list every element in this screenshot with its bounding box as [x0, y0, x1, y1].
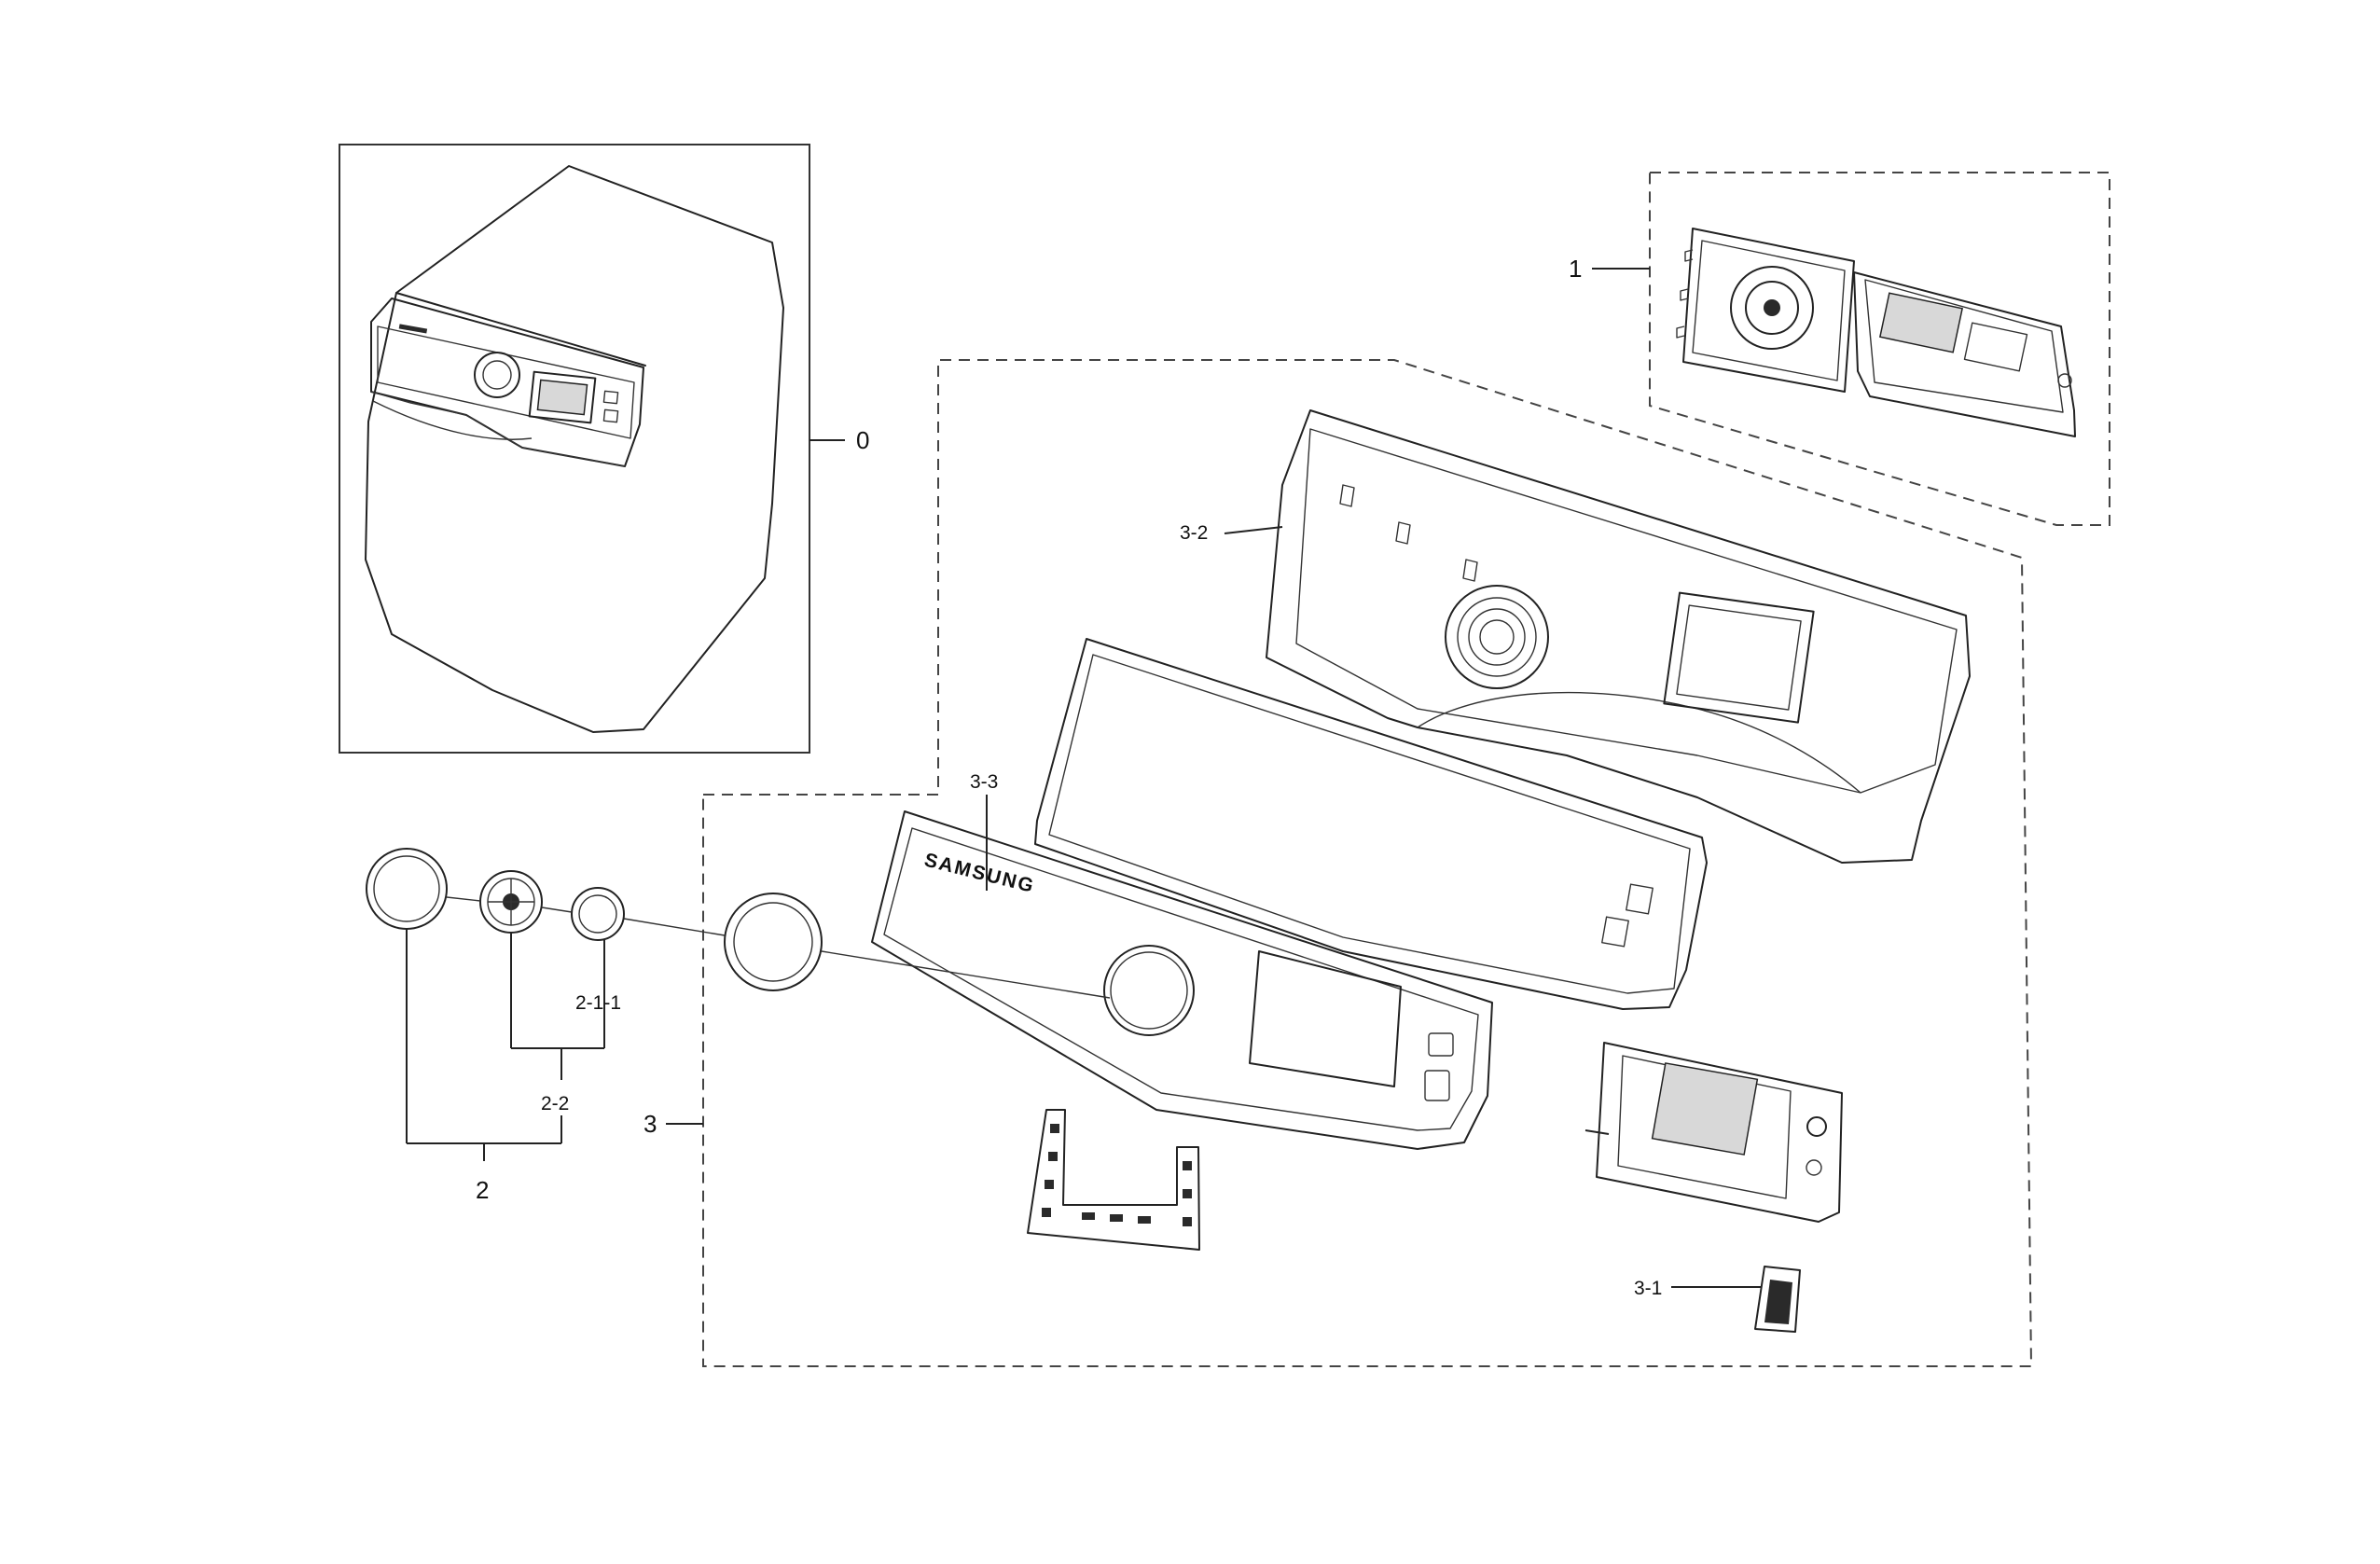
- knob-ring-icon: [479, 870, 543, 934]
- panel-knob-ring-icon: [724, 893, 823, 991]
- callout-3-1: 3-1: [1634, 1278, 1662, 1299]
- callout-3: 3: [643, 1110, 657, 1138]
- callout-2: 2: [476, 1176, 489, 1204]
- callout-2-1-1: 2-1-1: [575, 992, 621, 1014]
- panel-logo: SAMSUNG: [922, 850, 1037, 898]
- part-0-washer-assembly: 0: [339, 144, 869, 754]
- button-icon: [1754, 1266, 1801, 1333]
- callout-3-3: 3-3: [970, 771, 998, 793]
- knob-cap-icon: [571, 887, 625, 941]
- part-1-pcb: 1: [1569, 172, 2110, 526]
- callout-2-2: 2-2: [541, 1093, 569, 1114]
- callout-0: 0: [856, 426, 869, 454]
- control-panel-frame-icon: [1266, 409, 1971, 864]
- washer-assembly-icon: [365, 165, 784, 733]
- membrane-pad-icon: [1027, 1109, 1200, 1251]
- panel-overlay-icon: SAMSUNG: [871, 810, 1493, 1150]
- part-3-box: [702, 359, 2033, 1367]
- callout-3-2: 3-2: [1180, 522, 1208, 544]
- display-module-icon: [1584, 1042, 1843, 1223]
- knob-assembly-icon: [366, 848, 448, 930]
- part-2-knob-assembly: 2-1-1 2-2 2: [366, 848, 1111, 1204]
- callout-1: 1: [1569, 255, 1582, 283]
- part-0-box: [339, 144, 810, 754]
- panel-gasket-icon: [1034, 638, 1708, 1010]
- part-3-assembly: 3-2 SAMSUNG 3-3: [643, 359, 2033, 1367]
- part-1-box: [1649, 172, 2110, 526]
- pcb-control-board-icon: [1676, 228, 2076, 437]
